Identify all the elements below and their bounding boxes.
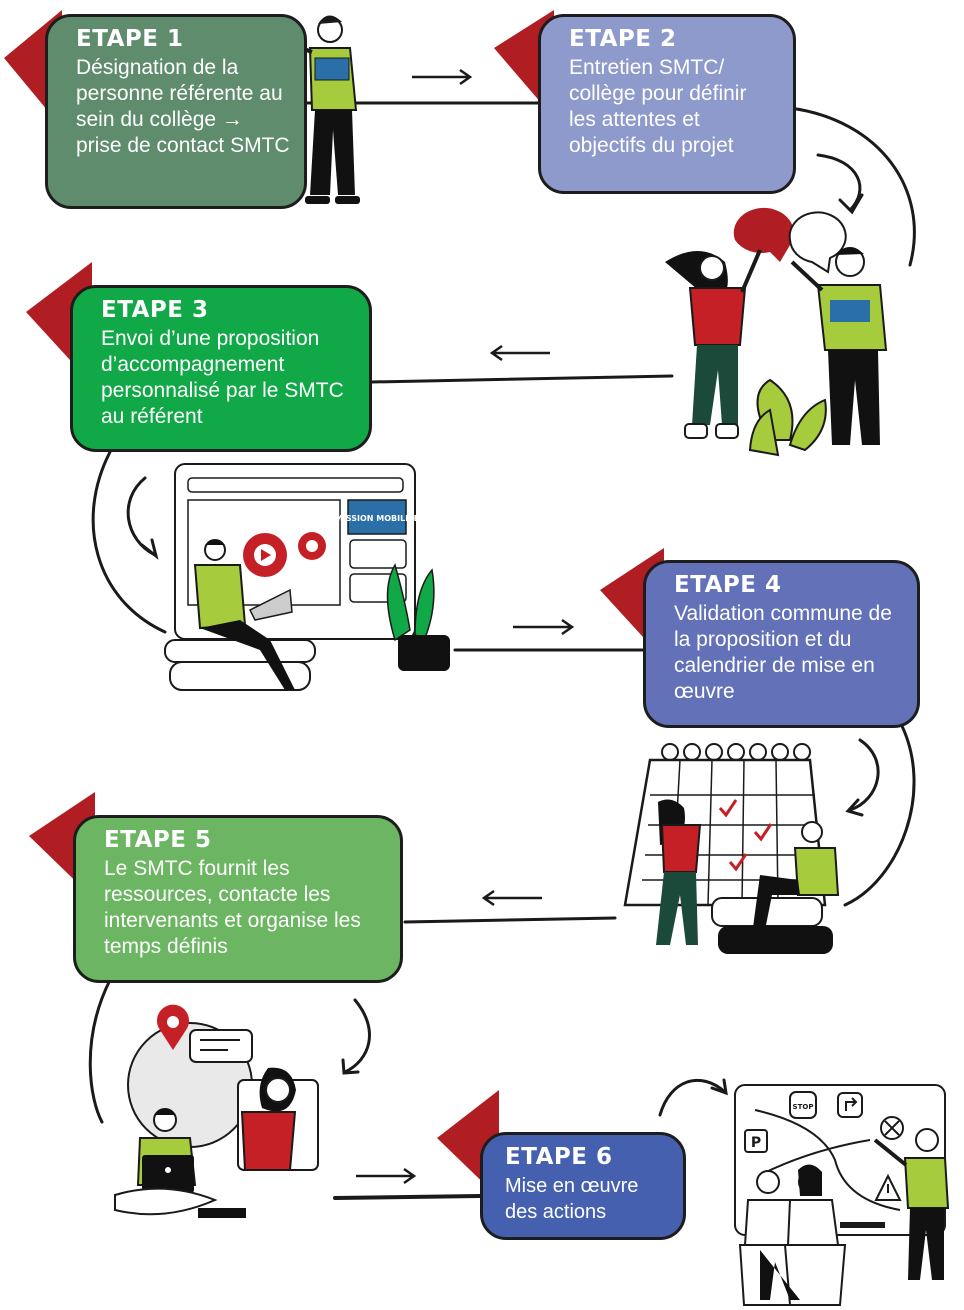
step-3-text: Envoi d’une proposition d’accompagnement…	[101, 327, 344, 428]
step-3-box: ETAPE 3 Envoi d’une proposition d’accomp…	[70, 285, 372, 452]
logo-mission-mobilite: MISSION MOBILITÉ	[335, 512, 419, 523]
step-5-title: ETAPE 5	[104, 827, 212, 853]
step-1-text: Désignation de la personne référente au …	[76, 56, 290, 157]
connector-2-3-curve	[788, 106, 916, 267]
step-4-text: Validation commune de la proposition et …	[674, 602, 892, 703]
step-3-title: ETAPE 3	[101, 297, 209, 323]
step-5-text: Le SMTC fournit les ressources, contacte…	[104, 857, 361, 958]
step-5-box: ETAPE 5 Le SMTC fournit les ressources, …	[73, 815, 403, 983]
connector-5-6-curve	[88, 978, 112, 1124]
parking-sign-text: P	[751, 1135, 761, 1151]
step-2-box: ETAPE 2 Entretien SMTC/ collège pour déf…	[538, 14, 796, 194]
arrow-right-icon	[356, 1167, 417, 1185]
curved-arrow-icon	[126, 476, 157, 557]
calendar-illustration	[623, 743, 840, 954]
connector-3-4-curve	[91, 450, 167, 634]
step-2-text: Entretien SMTC/ collège pour définir les…	[569, 56, 747, 157]
step-6-text: Mise en œuvre des actions	[505, 1175, 639, 1223]
roadmap-illustration: STOP P	[734, 1084, 950, 1306]
stop-sign-icon	[789, 1091, 817, 1119]
curved-arrow-icon	[816, 153, 862, 212]
step-1-title: ETAPE 1	[76, 26, 184, 52]
play-icon	[261, 549, 271, 561]
stop-sign-text: STOP	[793, 1103, 814, 1111]
step-6-title: ETAPE 6	[505, 1144, 613, 1170]
step-2-title: ETAPE 2	[569, 26, 677, 52]
connector-4-5-curve	[843, 720, 916, 907]
parking-sign-icon	[744, 1129, 768, 1153]
checkmark-icon	[718, 799, 773, 872]
laptop-icon	[142, 1155, 194, 1193]
step-1-box: ETAPE 1 Désignation de la personne référ…	[45, 14, 307, 209]
curved-arrow-icon	[848, 738, 880, 812]
arrow-left-icon	[481, 889, 542, 907]
arrow-right-icon	[513, 618, 575, 636]
map-illustration	[114, 1004, 319, 1218]
step-4-title: ETAPE 4	[674, 572, 782, 598]
discussion-illustration	[665, 207, 888, 457]
curved-arrow-icon	[658, 1078, 727, 1117]
connector-6-line	[333, 1194, 482, 1200]
connector-3-line	[370, 374, 674, 384]
arrow-left-icon	[489, 344, 550, 362]
step-6-box: ETAPE 6 Mise en œuvre des actions	[480, 1132, 686, 1240]
turn-sign-icon	[837, 1092, 863, 1118]
step-4-box: ETAPE 4 Validation commune de la proposi…	[643, 560, 920, 728]
curved-arrow-icon	[343, 998, 371, 1074]
person-pointing-illustration	[269, 15, 360, 204]
arrow-right-icon	[412, 68, 473, 86]
laptop-screen-illustration: MISSION MOBILITÉ	[164, 463, 450, 691]
connector-5-line	[403, 916, 617, 924]
